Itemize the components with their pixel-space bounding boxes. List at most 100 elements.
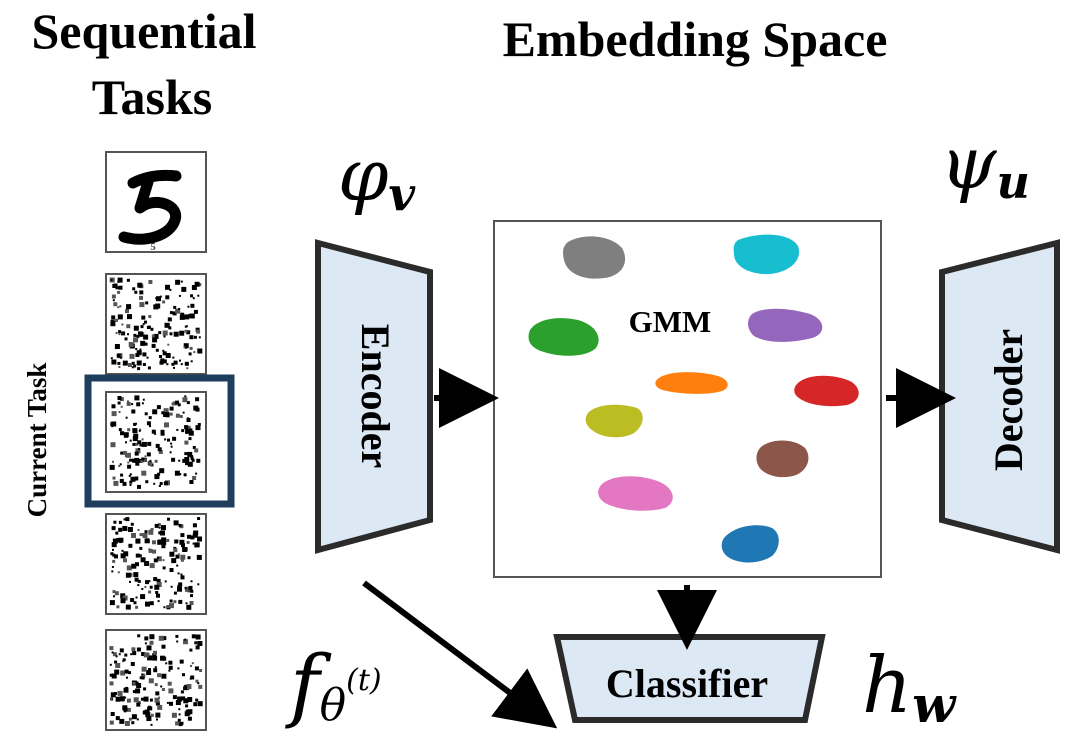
noise-pixel bbox=[158, 526, 161, 529]
noise-pixel bbox=[137, 367, 141, 371]
noise-pixel bbox=[133, 338, 138, 343]
noise-pixel bbox=[128, 717, 132, 721]
heading-sequential: Sequential bbox=[31, 3, 256, 59]
noise-pixel bbox=[192, 532, 198, 538]
noise-pixel bbox=[170, 445, 173, 448]
noise-pixel bbox=[193, 351, 196, 354]
noise-pixel bbox=[118, 537, 124, 543]
noise-pixel bbox=[177, 696, 183, 702]
noise-pixel bbox=[133, 325, 139, 331]
noise-pixel bbox=[141, 588, 144, 590]
noise-pixel bbox=[192, 523, 197, 528]
noise-pixel bbox=[155, 691, 160, 696]
noise-pixel bbox=[177, 667, 180, 670]
cluster-pink bbox=[598, 476, 673, 511]
noise-pixel bbox=[137, 484, 141, 489]
noise-pixel bbox=[180, 533, 185, 538]
noise-pixel bbox=[186, 540, 190, 544]
noise-pixel bbox=[123, 707, 128, 712]
noise-pixel bbox=[148, 315, 152, 318]
noise-pixel bbox=[109, 681, 114, 686]
noise-pixel bbox=[129, 484, 132, 486]
noise-pixel bbox=[157, 523, 161, 527]
noise-pixel bbox=[187, 417, 190, 420]
noise-pixel bbox=[185, 425, 191, 431]
noise-pixel bbox=[183, 473, 187, 477]
noise-pixel bbox=[141, 441, 147, 447]
noise-pixel bbox=[110, 552, 114, 556]
noise-pixel bbox=[173, 331, 179, 337]
noise-pixel bbox=[149, 563, 155, 569]
noise-pixel bbox=[118, 366, 121, 368]
noise-pixel bbox=[180, 721, 184, 725]
noise-pixel bbox=[133, 572, 139, 578]
noise-pixel bbox=[195, 407, 200, 412]
noise-pixel bbox=[112, 652, 117, 657]
noise-pixel bbox=[165, 323, 170, 328]
noise-pixel bbox=[142, 352, 147, 357]
noise-pixel bbox=[128, 671, 131, 675]
noise-pixel bbox=[159, 468, 165, 474]
noise-pixel bbox=[133, 697, 139, 703]
noise-pixel bbox=[111, 570, 114, 573]
noise-pixel bbox=[184, 329, 188, 333]
noise-pixel bbox=[149, 585, 153, 589]
noise-pixel bbox=[175, 634, 179, 638]
noise-pixel bbox=[126, 304, 132, 310]
noise-pixel bbox=[137, 440, 142, 445]
noise-pixel bbox=[118, 465, 121, 467]
noise-pixel bbox=[122, 450, 127, 455]
noise-pixel bbox=[135, 596, 138, 599]
noise-pixel bbox=[139, 546, 143, 550]
h-glyph: h bbox=[862, 641, 912, 731]
noise-pixel bbox=[110, 698, 113, 701]
noise-pixel bbox=[133, 601, 137, 605]
noise-pixel bbox=[114, 591, 119, 596]
noise-pixel bbox=[110, 465, 113, 468]
noise-pixel bbox=[149, 425, 151, 428]
noise-pixel bbox=[139, 302, 145, 308]
noise-pixel bbox=[153, 337, 157, 341]
noise-pixel bbox=[184, 586, 187, 589]
classifier-block: Classifier bbox=[553, 634, 826, 723]
noise-pixel bbox=[137, 282, 143, 288]
noise-pixel bbox=[133, 333, 137, 337]
noise-pixel bbox=[118, 520, 122, 524]
noise-pixel bbox=[159, 355, 162, 358]
noise-pixel bbox=[135, 538, 141, 544]
noise-pixel bbox=[130, 662, 135, 666]
noise-pixel bbox=[168, 669, 171, 672]
noise-pixel bbox=[184, 586, 190, 592]
noise-pixel bbox=[135, 553, 140, 558]
noise-pixel bbox=[144, 585, 147, 588]
noise-pixel bbox=[149, 698, 153, 702]
noise-pixel bbox=[148, 548, 153, 553]
noise-pixel bbox=[138, 429, 141, 432]
noise-pixel bbox=[111, 651, 114, 654]
noise-pixel bbox=[189, 335, 194, 340]
noise-pixel bbox=[141, 652, 146, 656]
noise-pixel bbox=[119, 648, 124, 653]
noise-pixel bbox=[194, 666, 199, 671]
noise-pixel bbox=[117, 314, 123, 320]
noise-pixel bbox=[188, 430, 194, 436]
noise-pixel bbox=[169, 451, 172, 454]
noise-pixel bbox=[112, 538, 118, 544]
noise-pixel bbox=[175, 413, 180, 418]
noise-pixel bbox=[116, 353, 121, 358]
noise-pixel bbox=[158, 696, 161, 699]
noise-pixel bbox=[131, 361, 135, 365]
noise-pixel bbox=[187, 716, 192, 721]
noise-pixel bbox=[160, 655, 165, 661]
noise-pixel bbox=[168, 326, 172, 330]
noise-pixel bbox=[139, 290, 144, 295]
noise-pixel bbox=[146, 356, 149, 359]
noise-pixel bbox=[197, 583, 200, 586]
noise-pixel bbox=[145, 580, 149, 585]
noise-pixel bbox=[171, 712, 177, 718]
noise-pixel bbox=[112, 299, 115, 302]
noise-pixel bbox=[140, 325, 144, 329]
noise-pixel bbox=[162, 349, 165, 352]
noise-pixel bbox=[117, 306, 120, 309]
noise-pixel bbox=[154, 459, 158, 463]
